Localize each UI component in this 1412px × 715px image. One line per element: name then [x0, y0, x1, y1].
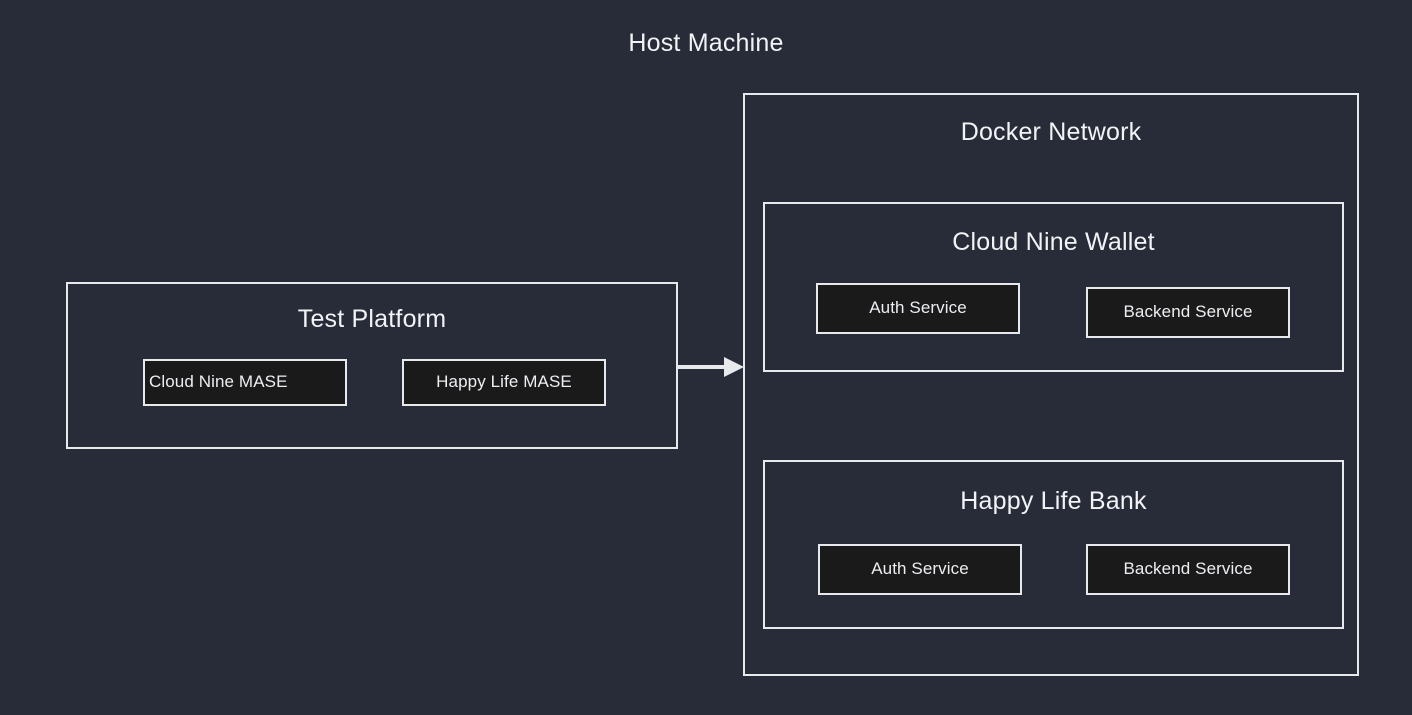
node-label: Happy Life MASE	[436, 372, 572, 392]
node-happy-life-bank-auth-service[interactable]: Auth Service	[818, 544, 1022, 595]
node-happy-life-bank-backend-service[interactable]: Backend Service	[1086, 544, 1290, 595]
node-label: Backend Service	[1123, 559, 1253, 579]
node-label: Backend Service	[1123, 302, 1253, 322]
node-cloud-nine-wallet-backend-service[interactable]: Backend Service	[1086, 287, 1290, 338]
group-title-cloud-nine-wallet: Cloud Nine Wallet	[952, 228, 1155, 256]
group-cloud-nine-wallet: Cloud Nine Wallet Auth Service Backend S…	[763, 202, 1344, 372]
node-label: Cloud Nine MASE	[149, 372, 288, 392]
arrow-right-icon	[678, 357, 744, 377]
arrow-head	[724, 357, 744, 377]
group-test-platform: Test Platform Cloud Nine MASE Happy Life…	[66, 282, 678, 449]
group-title-happy-life-bank: Happy Life Bank	[960, 487, 1147, 515]
node-cloud-nine-wallet-auth-service[interactable]: Auth Service	[816, 283, 1020, 334]
group-docker-network: Docker Network Cloud Nine Wallet Auth Se…	[743, 93, 1359, 676]
group-title-test-platform: Test Platform	[297, 305, 447, 333]
node-label: Auth Service	[871, 559, 969, 579]
node-cloud-nine-mase[interactable]: Cloud Nine MASE	[143, 359, 347, 406]
node-label: Auth Service	[869, 298, 967, 318]
diagram-title: Host Machine	[628, 29, 784, 57]
node-happy-life-mase[interactable]: Happy Life MASE	[402, 359, 606, 406]
group-title-docker-network: Docker Network	[960, 118, 1142, 146]
group-happy-life-bank: Happy Life Bank Auth Service Backend Ser…	[763, 460, 1344, 629]
